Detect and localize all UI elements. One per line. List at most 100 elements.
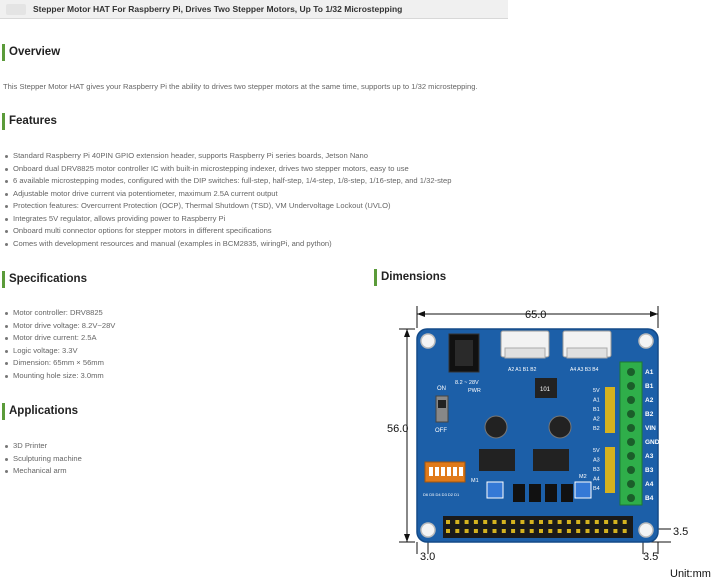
section-accent-bar xyxy=(2,44,5,61)
list-item: Mounting hole size: 3.0mm xyxy=(3,370,115,383)
bullet-icon xyxy=(5,337,8,340)
specifications-list: Motor controller: DRV8825 Motor drive vo… xyxy=(3,307,115,382)
bullet-icon xyxy=(5,192,8,196)
current-sense-resistors xyxy=(513,484,573,502)
list-item: Onboard multi connector options for step… xyxy=(3,225,451,238)
gpio-pin xyxy=(557,520,562,524)
specifications-heading: Specifications xyxy=(9,273,87,285)
gpio-pin xyxy=(483,529,488,533)
gpio-pin xyxy=(622,520,627,524)
inductor xyxy=(535,378,557,398)
bullet-icon xyxy=(5,445,8,448)
gpio-pin xyxy=(455,520,460,524)
jumper-label: 5V xyxy=(593,388,600,394)
product-title: Stepper Motor HAT For Raspberry Pi, Driv… xyxy=(33,4,403,14)
voltage-label: 8.2 ~ 28V xyxy=(455,380,479,386)
on-label: ON xyxy=(437,386,446,392)
terminal-label: A3 xyxy=(645,453,654,460)
board-drawing: 8.2 ~ 28V PWR ON OFF A2 A1 B1 B2 A4 A3 B… xyxy=(387,306,711,579)
list-item: Integrates 5V regulator, allows providin… xyxy=(3,213,451,226)
gpio-pin xyxy=(446,529,450,533)
list-item: Protection features: Overcurrent Protect… xyxy=(3,200,451,213)
jumper-pins xyxy=(605,387,615,493)
gpio-pin xyxy=(501,529,506,533)
gpio-pin xyxy=(520,529,525,533)
dimensions-heading: Dimensions xyxy=(381,271,447,283)
gpio-pin xyxy=(473,520,478,524)
m1-label: M1 xyxy=(471,478,479,484)
off-label: OFF xyxy=(435,428,447,434)
terminal-label: A1 xyxy=(645,369,654,376)
jumper-label: A2 xyxy=(593,417,600,423)
gpio-pin xyxy=(539,520,543,524)
gpio-pin xyxy=(576,520,581,524)
section-accent-bar xyxy=(2,113,5,130)
bullet-icon xyxy=(5,205,8,208)
gpio-pin xyxy=(511,520,516,524)
gpio-pin xyxy=(576,529,581,533)
list-item: Mechanical arm xyxy=(3,465,82,478)
bullet-icon xyxy=(5,362,8,365)
screw-terminal xyxy=(619,361,643,506)
potentiometer xyxy=(574,481,592,499)
gpio-pin xyxy=(473,529,478,533)
terminal-label: GND xyxy=(645,439,660,446)
jumper-label: 5V xyxy=(593,448,600,454)
gpio-pin xyxy=(566,520,571,524)
gpio-pin xyxy=(557,529,562,533)
power-switch xyxy=(435,395,449,423)
gpio-pin xyxy=(539,529,543,533)
gpio-pin xyxy=(566,529,571,533)
terminal-label: VIN xyxy=(645,425,656,432)
bullet-icon xyxy=(5,324,8,328)
driver-chip xyxy=(479,449,515,471)
list-item: Standard Raspberry Pi 40PIN GPIO extensi… xyxy=(3,150,451,163)
bullet-icon xyxy=(5,230,8,233)
features-heading: Features xyxy=(9,115,57,127)
hole-right-dimension-label: 3.5 xyxy=(673,526,688,538)
jumper-label: A3 xyxy=(593,458,600,464)
list-item: 6 available microstepping modes, configu… xyxy=(3,175,451,188)
hole-x-dimension-label: 3.0 xyxy=(420,551,435,563)
gpio-pin xyxy=(548,520,553,524)
bullet-icon xyxy=(5,217,8,221)
list-item: Adjustable motor drive current via poten… xyxy=(3,188,451,201)
gpio-pin xyxy=(529,520,534,524)
features-list: Standard Raspberry Pi 40PIN GPIO extensi… xyxy=(3,150,451,250)
terminal-label: A4 xyxy=(645,481,654,488)
gpio-pin xyxy=(585,520,590,524)
gpio-pin xyxy=(594,520,599,524)
list-item: 3D Printer xyxy=(3,440,82,453)
gpio-pin xyxy=(501,520,506,524)
jumper-label: B2 xyxy=(593,426,600,432)
gpio-pin xyxy=(585,529,590,533)
list-item: Comes with development resources and man… xyxy=(3,238,451,251)
pwr-label: PWR xyxy=(468,388,481,394)
unit-label: Unit:mm xyxy=(670,568,711,579)
terminal-label: B2 xyxy=(645,411,654,418)
section-accent-bar xyxy=(2,271,5,288)
gpio-pin xyxy=(455,529,460,533)
bullet-icon xyxy=(5,457,8,461)
bullet-icon xyxy=(5,242,8,246)
jumper-label: B1 xyxy=(593,407,600,413)
terminal-label: A2 xyxy=(645,397,654,404)
dimension-diagram: 8.2 ~ 28V PWR ON OFF A2 A1 B1 B2 A4 A3 B… xyxy=(375,292,720,579)
list-item: Motor controller: DRV8825 xyxy=(3,307,115,320)
applications-heading: Applications xyxy=(9,405,79,417)
list-item: Logic voltage: 3.3V xyxy=(3,345,115,358)
overview-heading: Overview xyxy=(9,46,61,58)
section-accent-bar xyxy=(2,403,5,420)
potentiometer xyxy=(486,481,504,499)
section-accent-bar xyxy=(374,269,377,286)
gpio-pin xyxy=(548,529,553,533)
applications-list: 3D Printer Sculpturing machine Mechanica… xyxy=(3,440,82,478)
width-dimension-label: 65.0 xyxy=(525,309,546,321)
gpio-pin xyxy=(492,520,497,524)
bullet-icon xyxy=(5,167,8,171)
gpio-pin xyxy=(622,529,627,533)
height-dimension-label: 56.0 xyxy=(387,423,408,435)
jumper-label: A1 xyxy=(593,398,600,404)
hole-bottom-dimension-label: 3.5 xyxy=(643,551,658,563)
gpio-pin xyxy=(604,520,609,524)
